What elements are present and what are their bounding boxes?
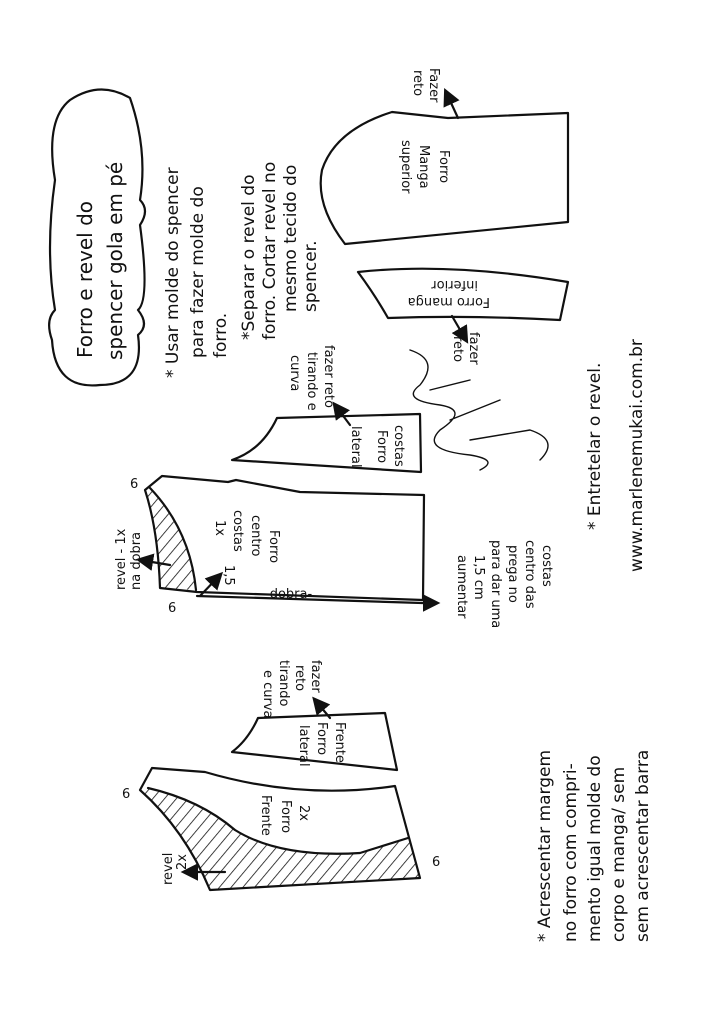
piece-label: lateral [348,426,363,468]
piece-label: Forro [436,150,451,183]
note-line: forro. Cortar revel no [260,162,280,340]
arrow-icon [450,314,469,344]
note-line: *Separar o revel do [239,175,259,340]
piece-label: lateral [296,725,311,767]
piece-label: 1x [212,520,227,536]
piece-label: Forro [266,530,281,563]
piece-note: prega no [505,545,520,603]
note-line: para fazer molde do [188,186,208,358]
arrow-icon [332,401,352,427]
note-usar-molde: * Usar molde do spencer para fazer molde… [163,167,231,378]
piece-note: fazer [466,332,481,365]
piece-manga-inferior: Forro manga inferior fazer reto [356,267,570,365]
revel-label: revel [161,853,176,885]
piece-label: Frente [258,795,273,836]
piece-label: inferior [431,277,478,292]
revel-hatch [140,788,420,890]
arrow-icon [198,571,224,598]
piece-label: 2x [296,805,311,821]
note-line: sem acrescentar barra [633,750,653,942]
website-url: www.marlenemukai.com.br [627,339,647,572]
piece-note: fazer reto [321,345,336,408]
title-line: spencer gola em pé [103,162,127,360]
revel-label: 2x [175,854,190,870]
piece-centro-costas: -dobra- Forro centro costas 1x revel - 1… [114,474,554,628]
piece-label: Frente [332,722,347,763]
piece-label: centro [248,515,263,557]
piece-note: Fazer [426,68,441,103]
dimension-label: 6 [122,787,130,802]
revel-label: revel - 1x [114,528,129,590]
note-entretelar: * Entretelar o revel. [585,363,605,530]
piece-note: e curva [260,670,275,719]
fold-line [195,594,424,605]
piece-note: costas [539,545,554,587]
arrow-icon [443,88,460,120]
piece-label: superior [398,140,413,194]
piece-note: fazer [308,660,323,693]
piece-note: centro das [522,540,537,609]
note-line: * Acrescentar margem [535,750,555,942]
piece-label: costas [391,425,406,467]
piece-frente-lateral: lateral Forro Frente fazer reto tirando … [230,660,399,772]
title-cloud [48,88,147,387]
piece-note: tirando [276,660,291,707]
piece-note: reto [450,336,465,362]
dimension-label: 6 [168,601,176,616]
piece-manga-superior: Forro Manga superior Fazer reto [319,68,570,246]
piece-label: costas [230,510,245,552]
arrow-icon [312,696,332,720]
title-line: Forro e revel do [73,201,97,358]
note-line: * Usar molde do spencer [163,167,183,378]
revel-hatch [145,488,196,590]
piece-note: tirando e [304,352,319,411]
piece-note: reto [410,70,425,96]
piece-label: Forro [374,430,389,463]
piece-label: Manga [416,145,431,189]
title: Forro e revel do spencer gola em pé [73,162,127,360]
fold-label: -dobra- [265,587,312,602]
note-line: corpo e manga/ sem [609,767,629,942]
piece-label: Forro [278,800,293,833]
note-line: mesmo tecido do [281,165,301,312]
piece-label: Forro manga [408,294,490,309]
piece-note: reto [292,665,307,691]
note-line: spencer. [301,240,321,312]
dimension-label: 6 [130,477,138,492]
piece-frente: Forro Frente 2x revel 2x 6 6 [122,766,440,892]
piece-note: 1,5 cm [471,555,486,600]
note-acrescentar: * Acrescentar margem no forro com compri… [535,750,653,942]
arrow-icon [135,553,172,571]
piece-costas-lateral: costas Forro lateral fazer reto tirando … [230,345,423,474]
note-line: mento igual molde do [585,755,605,942]
piece-note: curva [287,355,302,391]
piece-note: para dar uma [488,540,503,628]
note-separar-revel: *Separar o revel do forro. Cortar revel … [239,162,321,340]
signature [409,349,549,471]
piece-label: Forro [314,722,329,755]
note-line: no forro com compri- [561,763,581,942]
piece-note: aumentar [454,555,469,619]
note-line: forro. [211,313,231,358]
dimension-label: 1,5 [221,565,236,586]
dimension-label: 6 [432,855,440,870]
